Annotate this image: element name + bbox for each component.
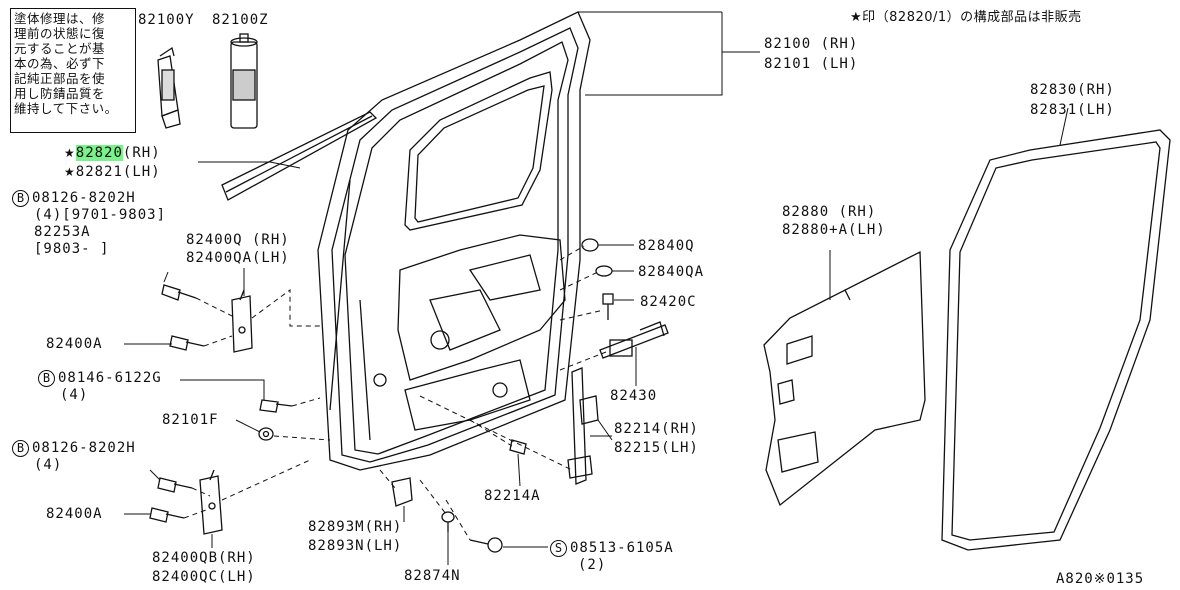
hinge-bolt-82253a	[161, 284, 197, 301]
spray-can-illustration	[230, 33, 258, 129]
label-82831-lh[interactable]: 82831(LH)	[1030, 102, 1115, 118]
date-range: [9803- ]	[34, 241, 110, 257]
qty: (4)	[60, 387, 89, 403]
label-82893m-rh[interactable]: 82893M(RH)	[308, 519, 403, 535]
label-82400q-rh[interactable]: 82400Q (RH)	[186, 232, 290, 248]
label-82214-rh[interactable]: 82214(RH)	[614, 421, 699, 437]
bolt-08126-lower	[157, 477, 193, 493]
label-82830-rh[interactable]: 82830(RH)	[1030, 82, 1115, 98]
label-82100-rh[interactable]: 82100 (RH)	[764, 36, 859, 52]
note-line: 塗体修理は、修	[14, 11, 106, 26]
bolt-82400a-upper	[169, 335, 205, 351]
highlighted-part-number: 82820	[75, 145, 123, 161]
note-line: 用し防錆品質を	[14, 86, 106, 101]
label-82840q[interactable]: 82840Q	[638, 238, 695, 254]
non-sale-note: ★印（82820/1）の構成部品は非販売	[850, 10, 1082, 25]
plug-82840qa	[595, 265, 613, 277]
label-82101-lh[interactable]: 82101 (LH)	[764, 56, 859, 72]
qty-range: (4)[9701-9803]	[34, 207, 167, 223]
part-number: 08126-8202H	[32, 440, 136, 456]
note-line: 理前の状態に復	[14, 26, 106, 41]
qty: (2)	[578, 557, 607, 573]
label-82893n-lh[interactable]: 82893N(LH)	[308, 538, 403, 554]
door-trim-panel	[763, 250, 926, 507]
note-line: 維持して下さい。	[14, 101, 118, 116]
screw-08513	[469, 537, 503, 553]
label-82214a[interactable]: 82214A	[484, 488, 541, 504]
part-number: 08146-6122G	[58, 370, 162, 386]
part-number: 82821(LH)	[75, 164, 161, 180]
leader-lines	[124, 11, 1069, 565]
side-suffix: (RH)	[122, 145, 161, 161]
bolt-b-icon: B	[12, 190, 29, 207]
dashed-assembly-lines	[183, 245, 607, 541]
label-82420c[interactable]: 82420C	[640, 294, 697, 310]
bolt-b-icon: B	[12, 440, 29, 457]
hinge-upper	[231, 289, 253, 353]
label-82215-lh[interactable]: 82215(LH)	[614, 440, 699, 456]
label-82821-lh[interactable]: ★82821(LH)	[64, 164, 161, 180]
bolt-b-icon: B	[38, 370, 55, 387]
sealer-tube-illustration	[157, 46, 181, 129]
striker-bolt-82214a	[509, 439, 527, 455]
part-number: 08513-6105A	[570, 540, 674, 556]
bolt-08146	[259, 399, 293, 413]
label-82400a-upper[interactable]: 82400A	[46, 336, 103, 352]
part-number: 08126-8202H	[32, 190, 136, 206]
door-weatherstrip-seal	[941, 129, 1171, 551]
label-82101f[interactable]: 82101F	[162, 412, 219, 428]
label-82840qa[interactable]: 82840QA	[638, 264, 705, 280]
label-82100z[interactable]: 82100Z	[212, 12, 269, 28]
rear-door-panel	[317, 11, 591, 471]
striker-82214	[567, 367, 599, 485]
plug-82840q	[581, 238, 599, 252]
label-82874n[interactable]: 82874N	[404, 568, 461, 584]
star-icon: ★	[64, 165, 76, 179]
pin-82420c	[602, 293, 614, 320]
label-82253a[interactable]: 82253A	[34, 224, 91, 240]
note-line: 本の為、必ず下	[14, 56, 106, 71]
clip-82874n	[441, 511, 455, 532]
repair-note-text: 塗体修理は、修 理前の状態に復 元することが基 本の為、必ず下 記純正部品を使 …	[14, 11, 118, 116]
screw-s-icon: S	[550, 540, 567, 557]
bolt-82400a-lower	[149, 507, 185, 523]
label-82100y[interactable]: 82100Y	[138, 12, 195, 28]
bracket-82893	[391, 477, 413, 507]
label-82820-rh[interactable]: ★82820(RH)	[64, 145, 161, 161]
washer-82101f	[258, 427, 274, 441]
label-82400qc-lh[interactable]: 82400QC(LH)	[152, 569, 256, 585]
label-82400qa-lh[interactable]: 82400QA(LH)	[186, 250, 290, 266]
check-link-82430	[599, 321, 669, 359]
label-82400a-lower[interactable]: 82400A	[46, 506, 103, 522]
label-82880a-lh[interactable]: 82880+A(LH)	[782, 222, 886, 238]
label-82400qb-rh[interactable]: 82400QB(RH)	[152, 550, 256, 566]
window-moulding-strip	[221, 111, 378, 201]
label-82880-rh[interactable]: 82880 (RH)	[782, 204, 877, 220]
hinge-lower	[199, 469, 223, 535]
star-icon: ★	[64, 146, 76, 160]
qty: (4)	[34, 457, 63, 473]
repair-note-box: 塗体修理は、修 理前の状態に復 元することが基 本の為、必ず下 記純正部品を使 …	[10, 8, 136, 133]
note-line: 元することが基	[14, 41, 106, 56]
note-line: 記純正部品を使	[14, 71, 106, 86]
label-82430[interactable]: 82430	[610, 388, 658, 404]
figure-id: A820※0135	[1056, 571, 1145, 587]
